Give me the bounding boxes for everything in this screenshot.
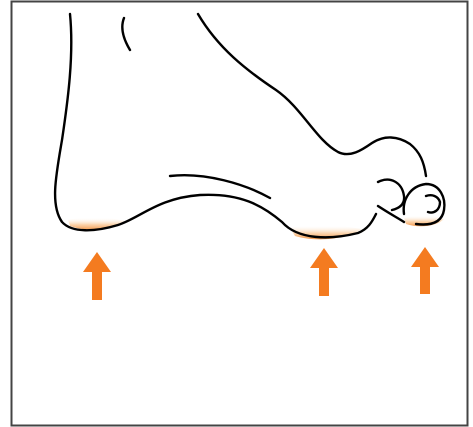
frame-border [12,2,468,426]
